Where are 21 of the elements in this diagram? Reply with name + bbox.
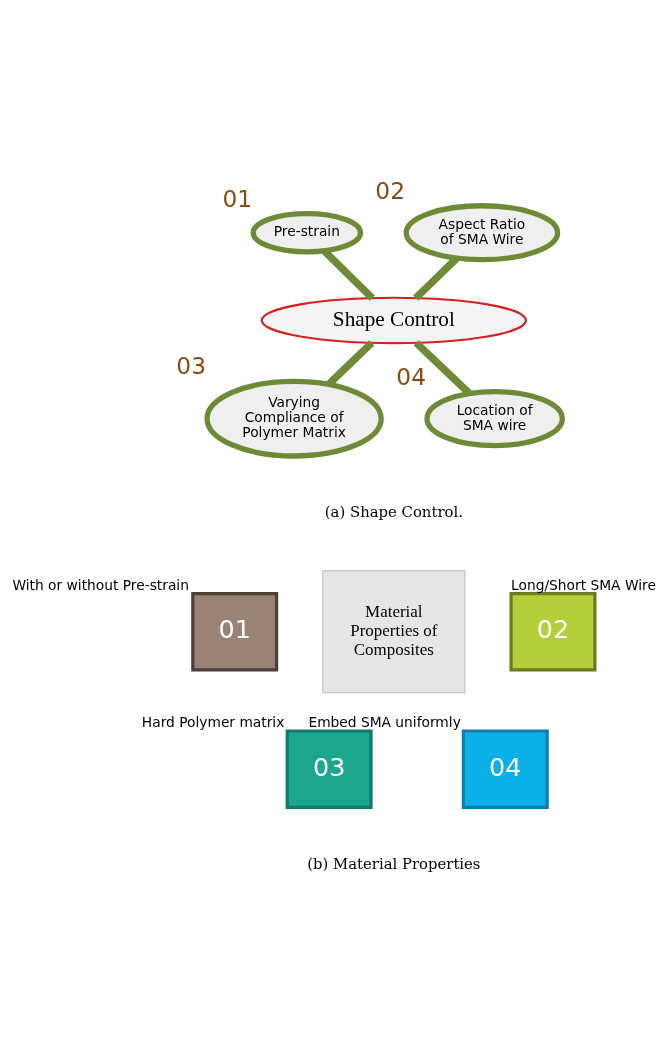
node-label: Hard Polymer matrix xyxy=(141,714,285,731)
connector xyxy=(413,340,472,396)
node-box: 04 xyxy=(461,729,549,809)
label: (a) Shape Control. xyxy=(324,503,463,522)
node-label: 01 xyxy=(222,184,253,213)
node-box: 01 xyxy=(191,592,279,672)
node-label: With or without Pre-strain xyxy=(12,576,189,593)
node-box: 03 xyxy=(285,729,373,809)
node-label: 02 xyxy=(375,176,406,205)
node-label: 04 xyxy=(396,362,427,391)
node-ellipse: Aspect Ratio of SMA Wire xyxy=(403,203,561,263)
node-box: Material Properties of Composites xyxy=(322,570,466,694)
node-ellipse: Varying Compliance of Polymer Matrix xyxy=(204,378,384,459)
node-label: Long/Short SMA Wire xyxy=(511,576,656,593)
node-box: 02 xyxy=(509,592,597,672)
node-label: 03 xyxy=(176,352,207,381)
node-ellipse: Pre-strain xyxy=(250,210,364,255)
node-ellipse: Shape Control xyxy=(260,296,527,345)
node-ellipse: Location of SMA wire xyxy=(424,389,565,449)
label: (b) Material Properties xyxy=(307,854,481,873)
node-label: Embed SMA uniformly xyxy=(308,714,461,731)
